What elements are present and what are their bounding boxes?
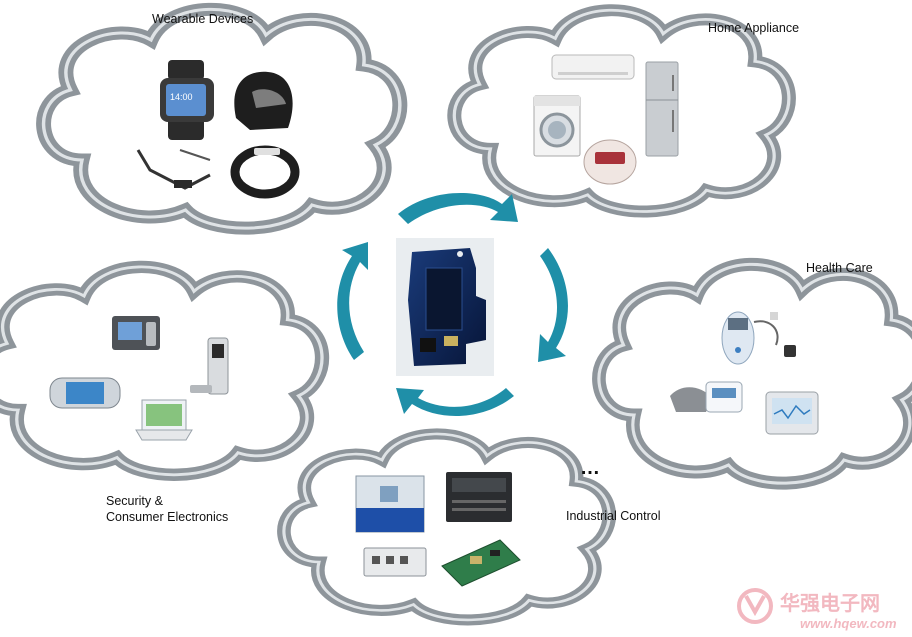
more-indicator: …	[580, 457, 600, 479]
svg-text:Consumer Electronics: Consumer Electronics	[106, 510, 228, 524]
pulse-oximeter-icon	[721, 311, 796, 365]
smartwatch-icon: 14:00	[160, 60, 214, 140]
embedded-box-icon	[363, 547, 427, 577]
svg-text:Wearable Devices: Wearable Devices	[152, 12, 253, 26]
control-board-icon	[441, 539, 521, 587]
svg-text:Home Appliance: Home Appliance	[708, 21, 799, 35]
watermark-logo-icon	[737, 588, 773, 624]
laptop-icon	[135, 399, 193, 441]
helmet-icon	[234, 71, 293, 130]
svg-text:Industrial Control: Industrial Control	[566, 509, 661, 523]
patient-monitor-icon	[765, 391, 819, 435]
svg-text:Security &: Security &	[106, 494, 164, 508]
cycle-arrow-right	[538, 248, 568, 362]
blood-pressure-monitor-icon	[670, 381, 743, 413]
svg-text:14:00: 14:00	[170, 92, 193, 102]
cycle-arrow-top	[398, 193, 518, 224]
cycle-arrow-left	[337, 242, 368, 360]
smart-glasses-icon	[136, 149, 211, 190]
cycle-arrows	[337, 193, 568, 416]
cycle-arrow-bottom	[396, 388, 514, 416]
svg-text:Health Care: Health Care	[806, 261, 873, 275]
label-home: Home Appliance	[708, 21, 799, 35]
smart-lock-icon	[190, 337, 229, 395]
access-terminal-icon	[112, 316, 160, 350]
watermark-cn: 华强电子网	[780, 591, 880, 615]
industrial-pc-icon	[446, 472, 512, 522]
label-security: Security & Consumer Electronics	[106, 494, 228, 524]
fitness-band-icon	[230, 145, 300, 199]
washing-machine-icon	[533, 95, 581, 157]
label-industrial: Industrial Control	[566, 509, 661, 523]
handheld-media-player-icon	[49, 377, 121, 409]
circuit-board-module-icon	[396, 238, 494, 376]
refrigerator-icon	[645, 61, 679, 157]
rice-cooker-icon	[583, 139, 637, 185]
cloud-security	[0, 267, 322, 475]
label-wearable: Wearable Devices	[152, 12, 253, 26]
cloud-health	[599, 264, 912, 483]
watermark-url: www.hqew.com	[800, 616, 897, 631]
cloud-industrial	[284, 434, 609, 620]
air-conditioner-icon	[551, 54, 635, 80]
cloud-wearable	[44, 9, 400, 228]
cnc-machine-icon	[355, 475, 425, 533]
watermark: 华强电子网 www.hqew.com	[737, 588, 897, 631]
label-health: Health Care	[806, 261, 873, 275]
